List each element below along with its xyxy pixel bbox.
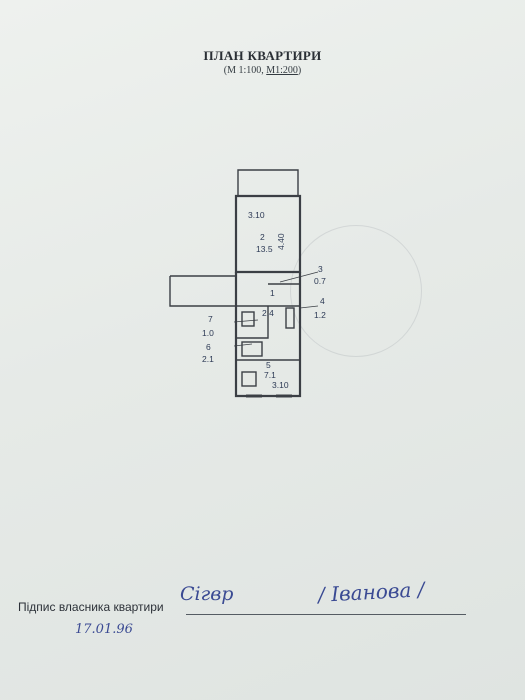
room-5-area: 7.1 bbox=[264, 370, 276, 380]
room-6-area: 2.1 bbox=[202, 354, 214, 364]
leader-3 bbox=[279, 271, 319, 283]
room-6-number: 6 bbox=[206, 342, 211, 352]
room-4-number: 4 bbox=[320, 296, 325, 306]
scale-suffix: ) bbox=[297, 65, 302, 76]
room-3-area: 0.7 bbox=[314, 276, 326, 286]
room-4-area: 1.2 bbox=[314, 310, 326, 320]
room-2-number: 2 bbox=[260, 232, 265, 242]
room-2-width: 3.10 bbox=[248, 210, 265, 220]
fixture-stove bbox=[241, 371, 257, 387]
balcony-outline bbox=[237, 169, 299, 197]
leader-7 bbox=[233, 319, 259, 323]
room-3-number: 3 bbox=[318, 264, 323, 274]
room-2-length: 4.40 bbox=[276, 233, 286, 250]
room-1-area: 2.4 bbox=[262, 308, 274, 318]
scale-selected: М1:200 bbox=[266, 65, 298, 76]
signature-label: Підпис власника квартири bbox=[18, 600, 164, 614]
fixture-niche bbox=[285, 307, 295, 329]
room-2-area: 13.5 bbox=[256, 244, 273, 254]
wall-7 bbox=[236, 306, 269, 339]
faint-stamp-circle bbox=[290, 225, 422, 357]
floor-plan: 3.10 2 13.5 4.40 1 2.4 3 0.7 4 1.2 7 1.0… bbox=[150, 160, 360, 400]
scale-prefix: (М 1:100, bbox=[223, 65, 267, 76]
handwritten-signature: Сігвр bbox=[180, 583, 234, 605]
corridor-outline bbox=[169, 275, 236, 307]
fixture-toilet bbox=[241, 311, 255, 327]
leader-4 bbox=[299, 305, 319, 309]
room-2-outline bbox=[234, 194, 302, 274]
signature-date: 17.01.96 bbox=[75, 622, 133, 637]
room-5-number: 5 bbox=[266, 360, 271, 370]
room-7-area: 1.0 bbox=[202, 328, 214, 338]
central-block-outline bbox=[234, 272, 302, 398]
leader-6 bbox=[233, 343, 253, 347]
document-title: ПЛАН КВАРТИРИ bbox=[203, 48, 322, 63]
fixture-bath bbox=[241, 341, 263, 357]
room-5-width: 3.10 bbox=[272, 380, 289, 390]
room-1-number: 1 bbox=[270, 288, 275, 298]
signature-line bbox=[186, 614, 466, 615]
floor-plan-drawing: 3.10 2 13.5 4.40 1 2.4 3 0.7 4 1.2 7 1.0… bbox=[169, 169, 326, 398]
room-7-number: 7 bbox=[208, 314, 213, 324]
scale-note: (М 1:100, М1:200) bbox=[0, 65, 525, 76]
